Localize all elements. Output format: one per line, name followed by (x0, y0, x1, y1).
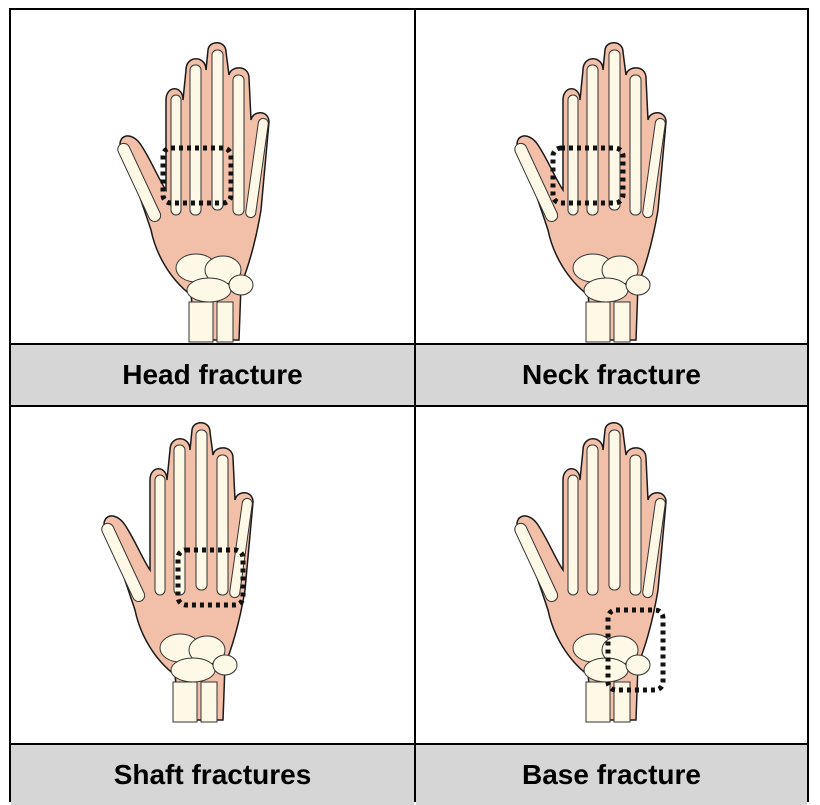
hand-illustration-shaft (95, 420, 305, 725)
panel-label-neck: Neck fracture (416, 345, 807, 405)
hand-illustration-neck (508, 40, 718, 345)
panel-label-head: Head fracture (11, 345, 414, 405)
panel-label-shaft: Shaft fractures (11, 745, 414, 805)
fracture-table: Head fracture Neck fracture Shaft fractu… (9, 8, 809, 802)
panel-label-base: Base fracture (416, 745, 807, 805)
hand-illustration-base (508, 420, 718, 725)
row-divider (11, 405, 807, 407)
hand-illustration-head (111, 40, 321, 345)
